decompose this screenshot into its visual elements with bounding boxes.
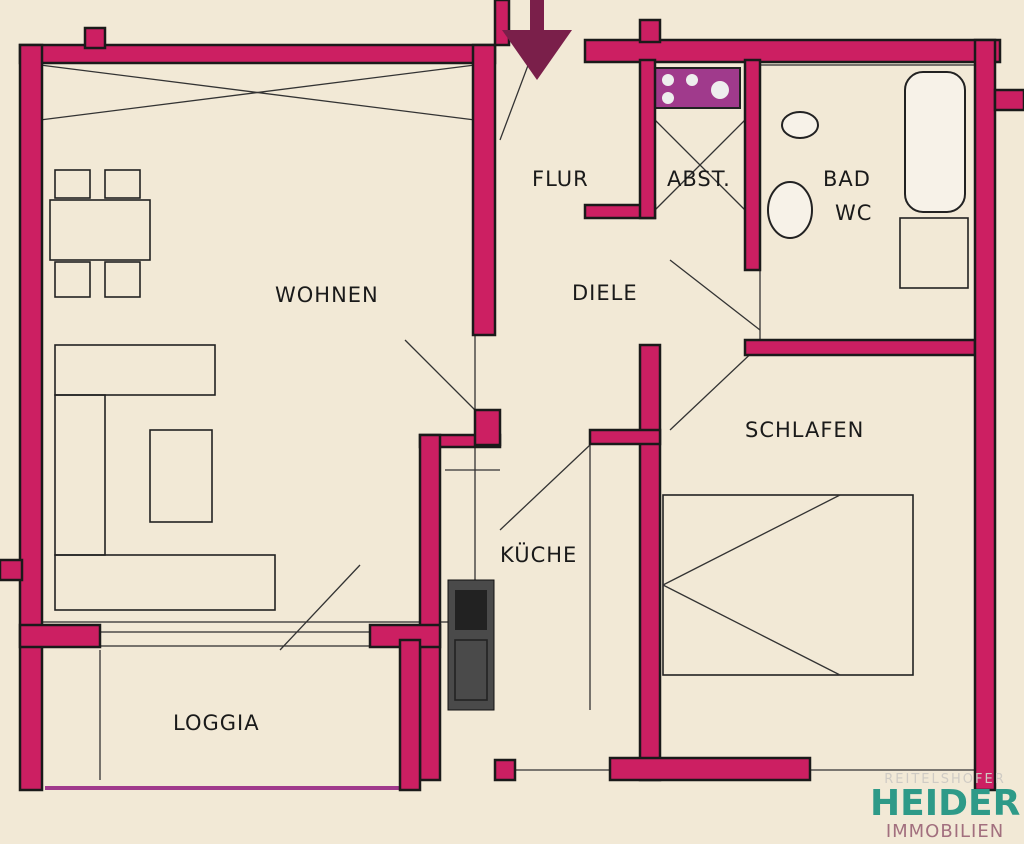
coffee-table — [149, 429, 213, 523]
dining-table — [49, 199, 151, 261]
furniture — [39, 59, 976, 790]
chair — [54, 169, 91, 199]
room-label-wc: WC — [835, 201, 872, 225]
bathtub — [904, 71, 966, 213]
walls — [0, 0, 1024, 792]
washbasin — [767, 181, 813, 239]
chair — [104, 261, 141, 298]
room-label-diele: DIELE — [572, 281, 638, 305]
logo-top-text: REITELSHOFER — [884, 772, 1006, 787]
room-label-wohnen: WOHNEN — [275, 283, 379, 307]
room-label-flur: FLUR — [532, 167, 589, 191]
room-label-schlafen: SCHLAFEN — [745, 418, 864, 442]
sofa — [54, 344, 216, 396]
chair — [54, 261, 91, 298]
room-label-bad: BAD — [823, 167, 871, 191]
sofa — [54, 394, 106, 556]
company-logo: REITELSHOFER HEIDER IMMOBILIEN — [870, 772, 1020, 842]
entrance-arrow-icon — [502, 0, 572, 80]
toilet — [781, 111, 819, 139]
sofa — [54, 554, 276, 611]
chair — [104, 169, 141, 199]
room-label-abst: ABST. — [667, 167, 731, 191]
logo-main-text: HEIDER — [870, 783, 1021, 824]
room-label-loggia: LOGGIA — [173, 711, 260, 735]
room-label-kueche: KÜCHE — [500, 542, 577, 567]
sink — [454, 639, 488, 701]
shower — [899, 217, 969, 289]
logo-sub-text: IMMOBILIEN — [885, 821, 1005, 842]
